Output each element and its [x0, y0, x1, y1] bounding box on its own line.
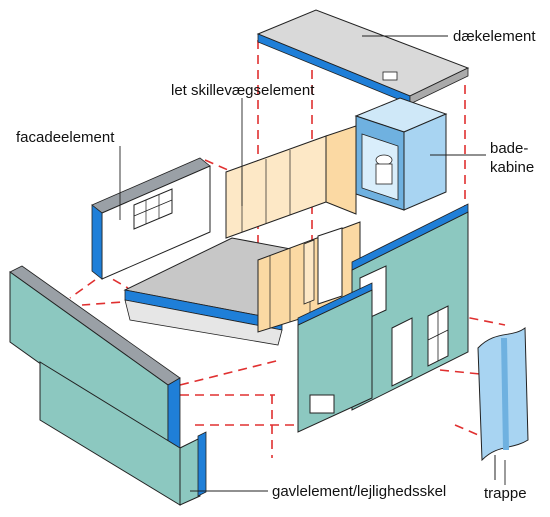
label-bath-cabin-line2: kabine	[490, 159, 534, 176]
label-bath-cabin-line1: bade-	[490, 140, 528, 157]
leader-lines	[119, 35, 506, 492]
label-facade-element: facadeelement	[16, 129, 115, 146]
facade-element	[91, 157, 211, 280]
label-partition-element: let skillevægselement	[171, 82, 315, 99]
bathroom-cabin	[354, 97, 448, 211]
front-wall-panel	[297, 282, 373, 433]
label-gable-element: gavlelement/lejlighedsskel	[272, 483, 446, 500]
interior-walls	[225, 125, 357, 239]
stair-element	[477, 327, 529, 480]
label-stair: trappe	[484, 485, 527, 502]
label-deck-element: dækelement	[453, 28, 536, 45]
gable-element-lower	[39, 361, 207, 506]
